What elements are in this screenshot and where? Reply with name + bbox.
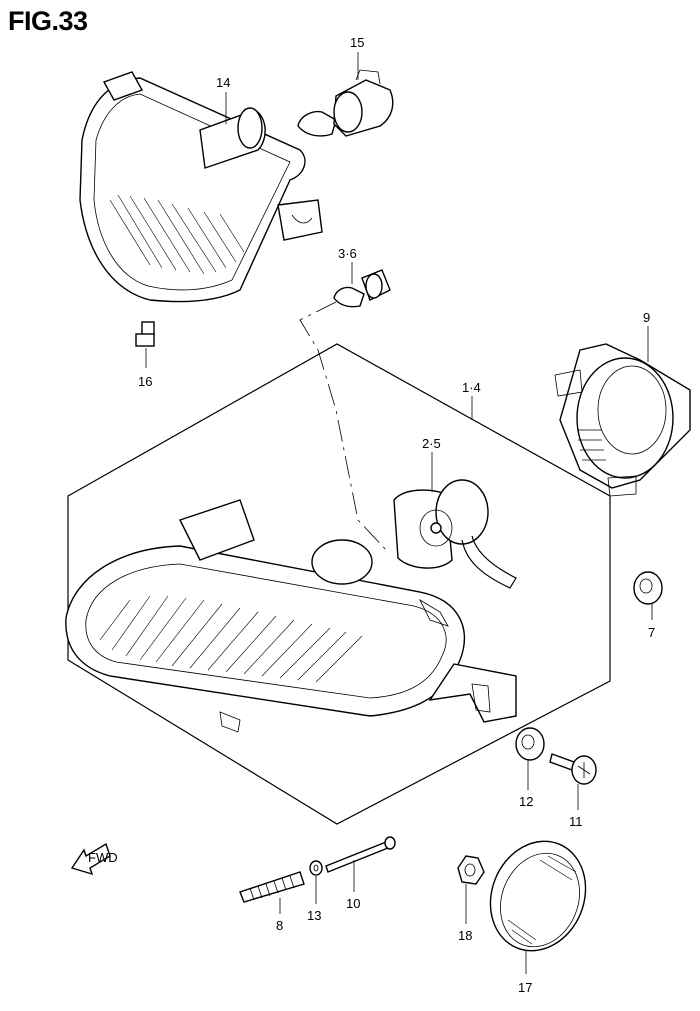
part-16-screw [135,321,155,347]
callout-15: 15 [350,35,364,50]
callout-13: 13 [307,908,321,923]
part-18-nut [457,855,485,885]
part-17-reflector [489,840,587,952]
callout-8: 8 [276,918,283,933]
part-11-bolt [549,753,597,785]
part-9-adapter-ring [554,343,691,497]
part-1-4-headlight [65,499,517,733]
part-7-grommet [633,571,663,605]
callout-2-5: 2·5 [422,436,441,451]
part-14-housing [79,71,323,303]
part-2-5-socket [393,479,517,589]
callout-16: 16 [138,374,152,389]
guide-line-bulb [299,301,389,553]
callout-17: 17 [518,980,532,995]
figure-title: FIG.33 [8,6,88,36]
callout-12: 12 [519,794,533,809]
assembly-outline [67,343,611,825]
callout-18: 18 [458,928,472,943]
part-15-bulb-socket [297,69,394,137]
callout-1-4: 1·4 [462,380,481,395]
callout-7: 7 [648,625,655,640]
callout-10: 10 [346,896,360,911]
callout-11: 11 [569,814,583,829]
part-12-nut [515,727,545,761]
fwd-label: FWD [88,850,118,865]
part-10-screw [325,836,396,873]
part-3-6-small-bulb [333,269,391,308]
part-8-spring [239,871,305,903]
part-13-washer [309,860,323,876]
callout-3-6: 3·6 [338,246,357,261]
fwd-arrow-icon: FWD [70,842,118,876]
callout-14: 14 [216,75,230,90]
leader-lines [145,52,653,974]
callout-9: 9 [643,310,650,325]
